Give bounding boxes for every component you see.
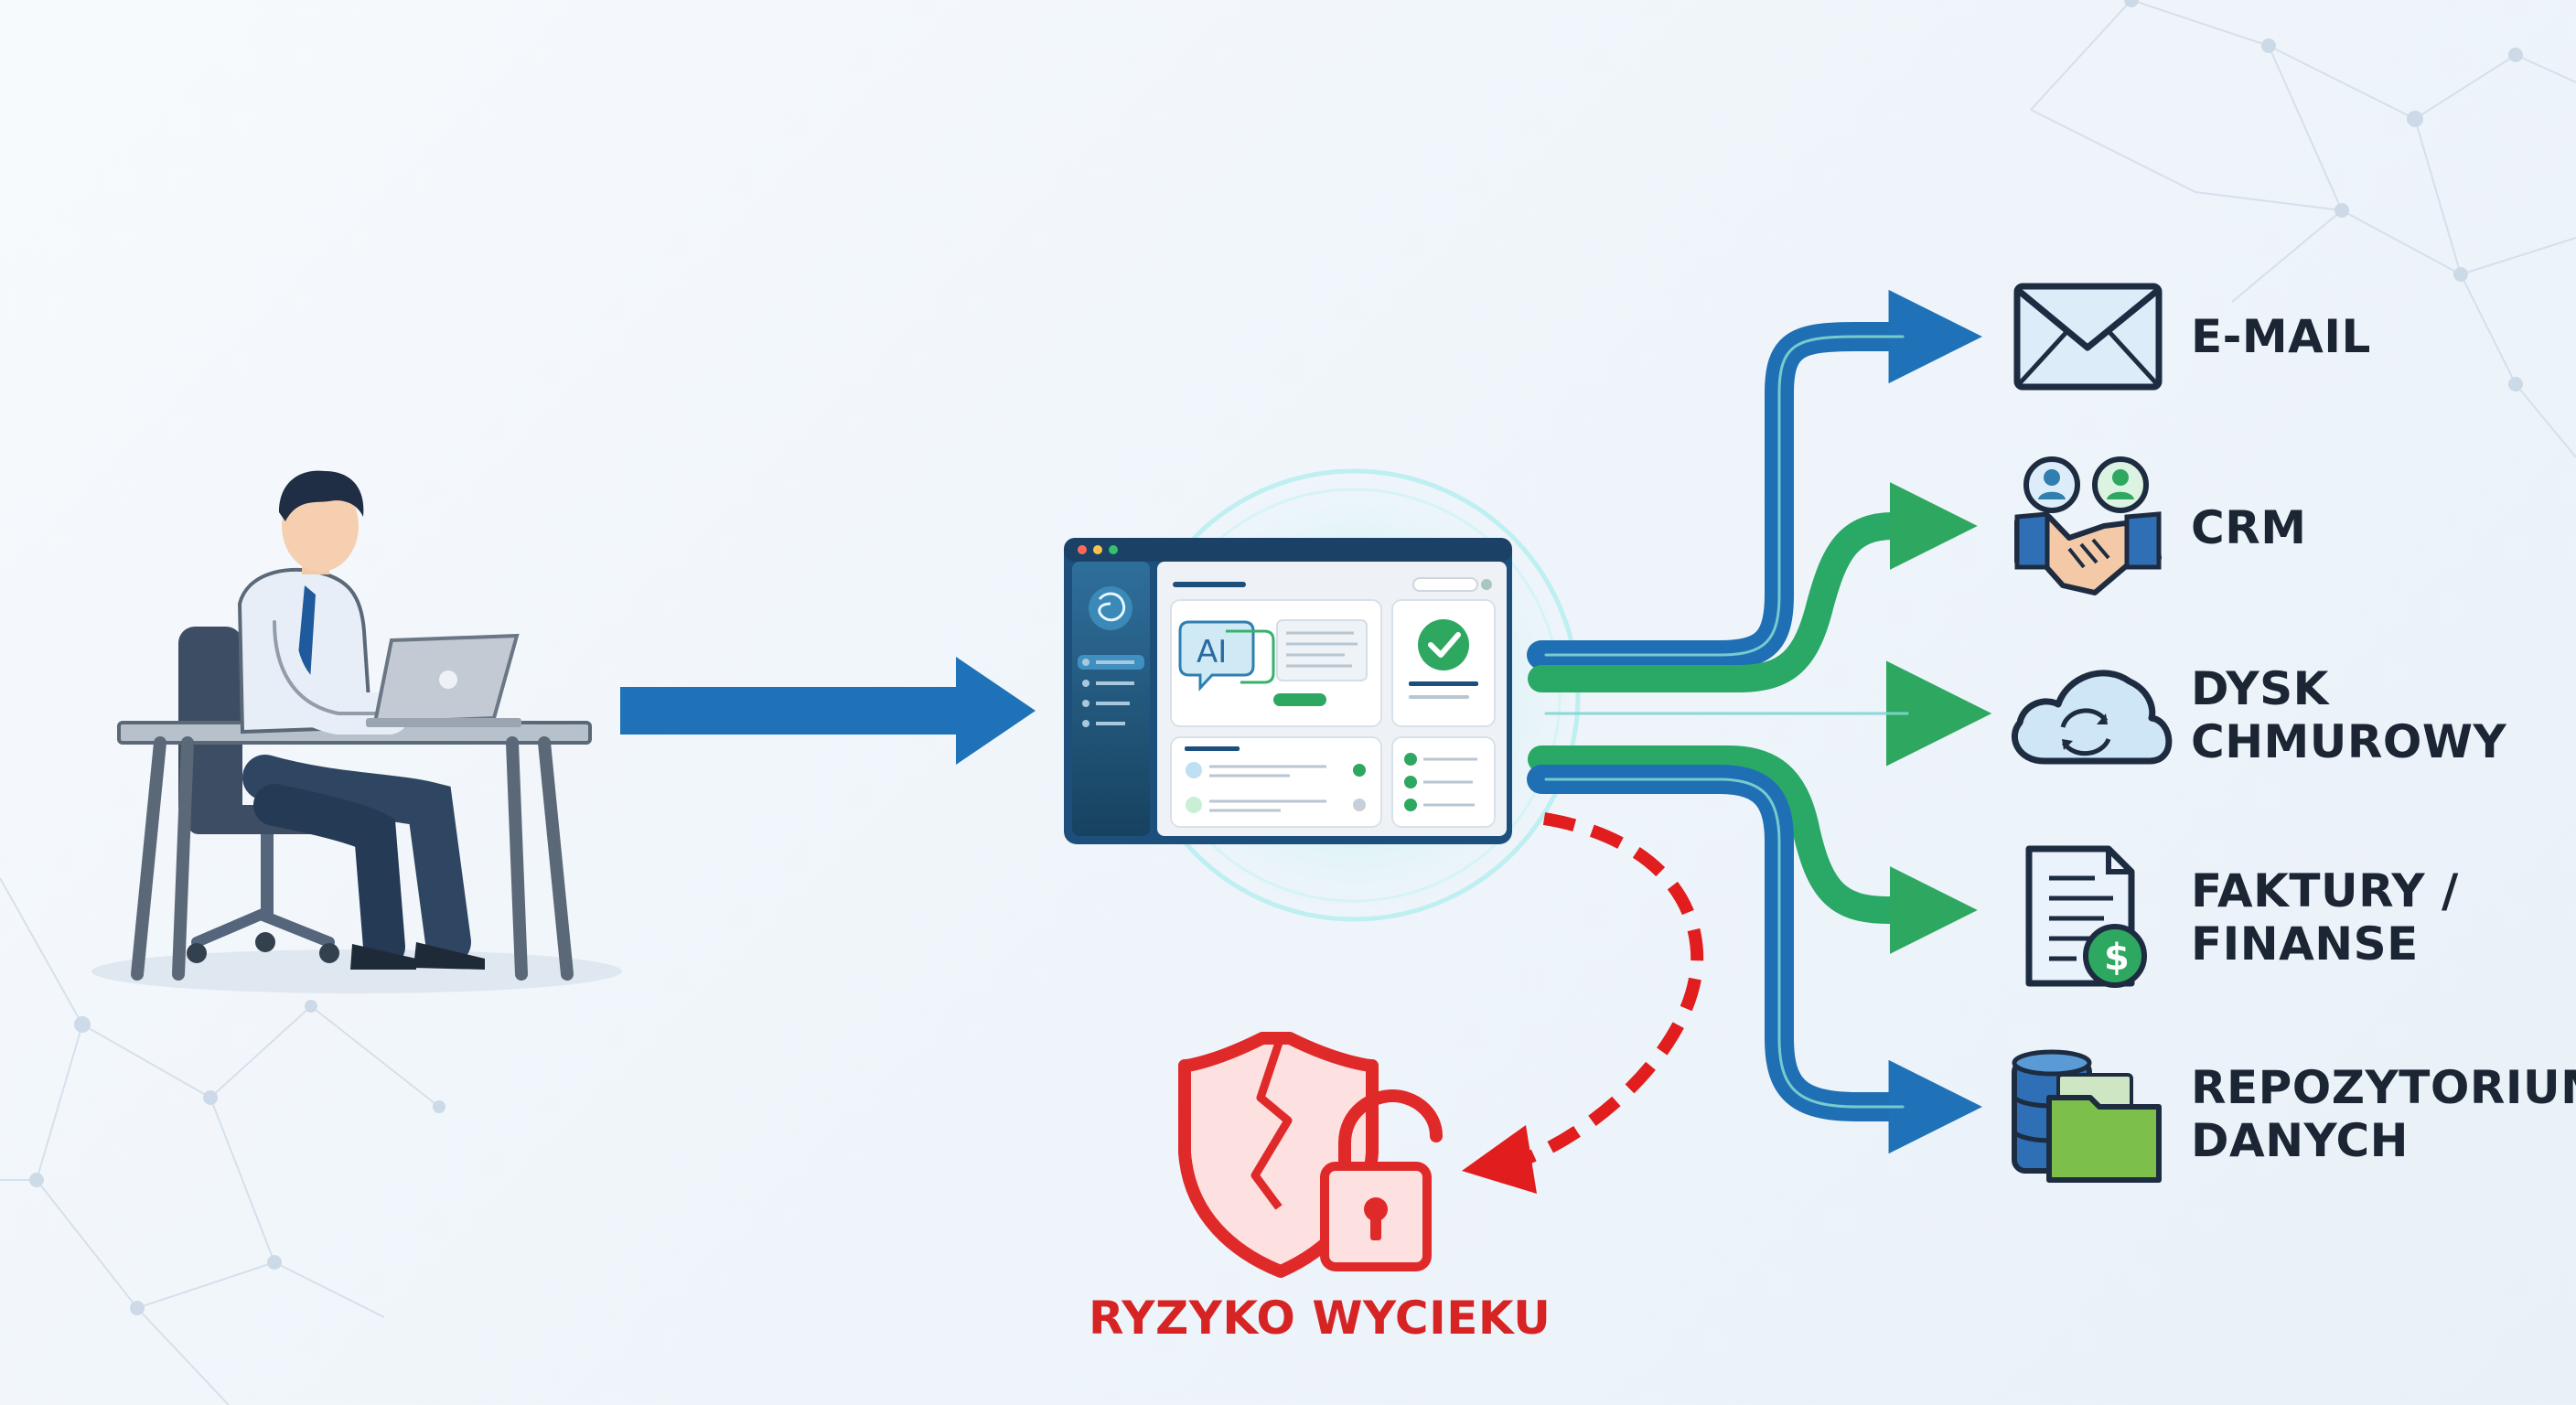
destination-label-crm: CRM bbox=[2191, 501, 2306, 554]
ai-app-window: AI bbox=[1064, 538, 1512, 844]
person-at-desk-illustration bbox=[91, 470, 622, 993]
list-card bbox=[1170, 736, 1382, 828]
svg-text:$: $ bbox=[2104, 937, 2130, 979]
invoice-dollar-icon: $ bbox=[2025, 845, 2147, 988]
app-sidebar bbox=[1072, 562, 1150, 836]
label-line: DANYCH bbox=[2191, 1114, 2410, 1167]
ai-chat-bubble-icon bbox=[1178, 620, 1255, 692]
flow-to-invoices bbox=[1528, 745, 1978, 955]
flow-to-email bbox=[1527, 289, 1982, 670]
label-line: FINANSE bbox=[2191, 917, 2419, 971]
label-line: REPOZYTORIUM bbox=[2191, 1061, 2576, 1114]
database-folder-icon bbox=[2012, 1049, 2162, 1183]
label-line: E-MAIL bbox=[2191, 310, 2371, 363]
handshake-icon bbox=[2014, 456, 2162, 595]
ai-badge-text: AI bbox=[1197, 634, 1227, 670]
envelope-icon bbox=[2013, 283, 2163, 391]
destination-label-repository: REPOZYTORIUM DANYCH bbox=[2191, 1061, 2576, 1167]
checkmark-icon bbox=[1418, 619, 1469, 670]
input-flow-arrow bbox=[620, 657, 1036, 765]
label-line: FAKTURY / bbox=[2191, 864, 2459, 917]
broken-shield-unlocked-padlock-icon bbox=[1178, 1032, 1443, 1278]
label-line: DYSK bbox=[2191, 662, 2329, 715]
label-line: CRM bbox=[2191, 501, 2307, 554]
cloud-sync-icon bbox=[2012, 670, 2173, 765]
destination-label-email: E-MAIL bbox=[2191, 310, 2371, 363]
destination-label-cloud: DYSK CHMUROWY bbox=[2191, 662, 2506, 768]
destination-flows bbox=[1525, 289, 1992, 1154]
leak-flow-arrow bbox=[1462, 812, 1704, 1194]
flow-to-crm bbox=[1528, 481, 1978, 692]
label-line: CHMUROWY bbox=[2191, 715, 2507, 768]
risk-label: RYZYKO WYCIEKU bbox=[1089, 1292, 1551, 1345]
destination-label-invoices: FAKTURY / FINANSE bbox=[2191, 864, 2459, 971]
